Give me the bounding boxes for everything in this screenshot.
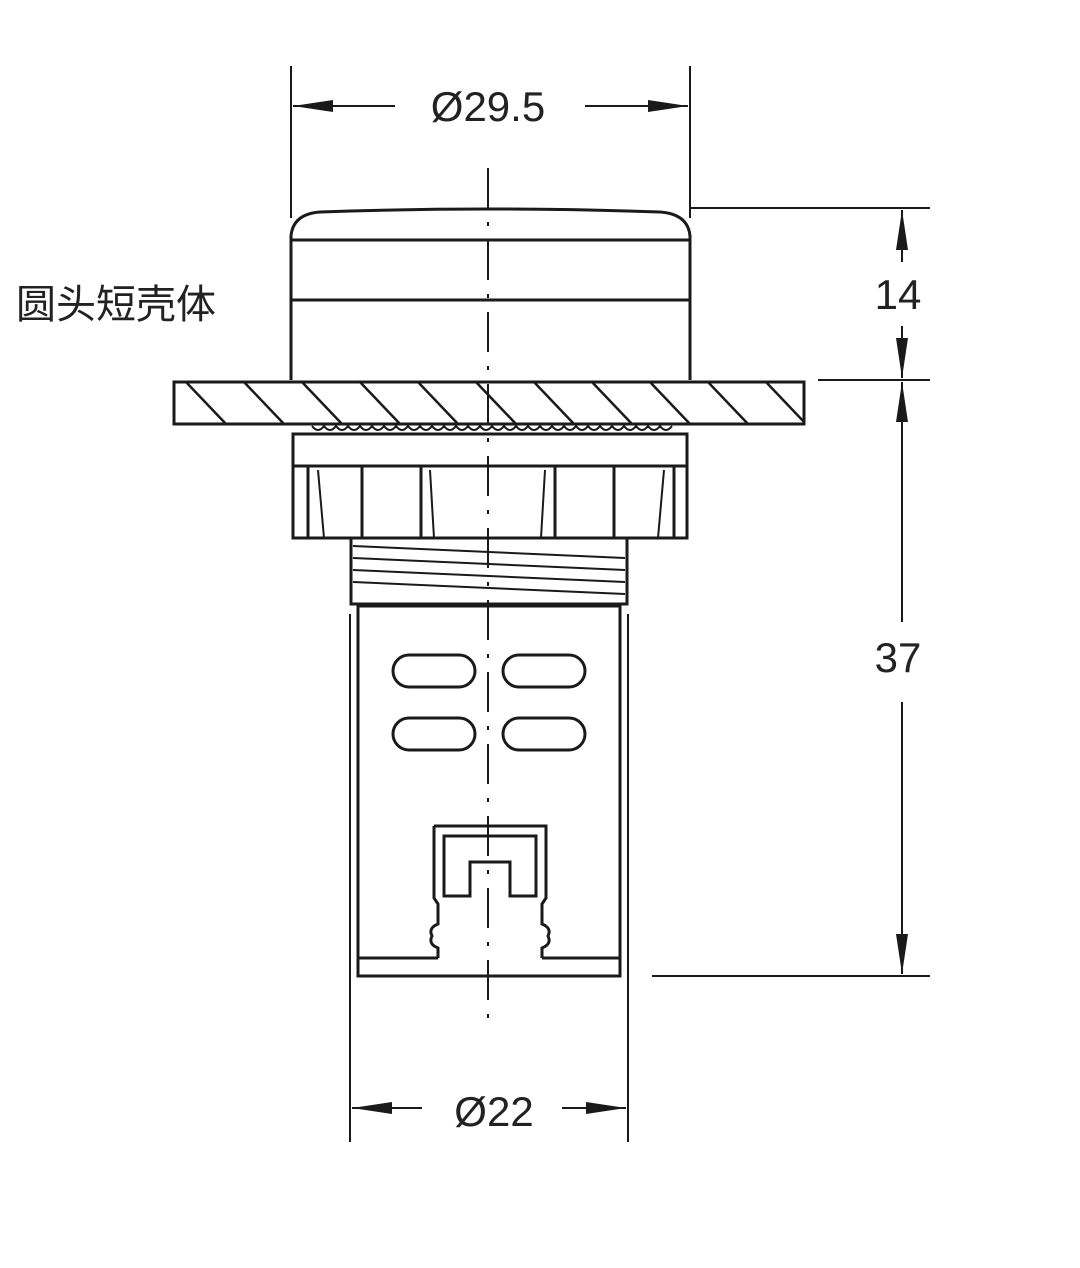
knurled-ring bbox=[311, 424, 673, 431]
dimension-body-length: 37 bbox=[652, 382, 930, 977]
dimension-head-diameter: Ø29.5 bbox=[290, 66, 691, 218]
vent-slot bbox=[501, 653, 587, 689]
round-head bbox=[289, 207, 692, 380]
terminal-clip bbox=[434, 824, 551, 958]
body-length-label: 37 bbox=[875, 634, 922, 681]
dimension-body-diameter: Ø22 bbox=[352, 1088, 626, 1135]
vent-slot bbox=[391, 653, 477, 689]
head-diameter-label: Ø29.5 bbox=[431, 83, 545, 130]
body-diameter-label: Ø22 bbox=[454, 1088, 533, 1135]
locking-nut bbox=[291, 432, 689, 540]
dimension-head-height: 14 bbox=[690, 207, 930, 381]
mounting-panel bbox=[172, 380, 806, 426]
part-name-label: 圆头短壳体 bbox=[16, 282, 216, 328]
vent-slot bbox=[501, 716, 587, 752]
head-height-label: 14 bbox=[875, 271, 922, 318]
vent-slot bbox=[391, 716, 477, 752]
